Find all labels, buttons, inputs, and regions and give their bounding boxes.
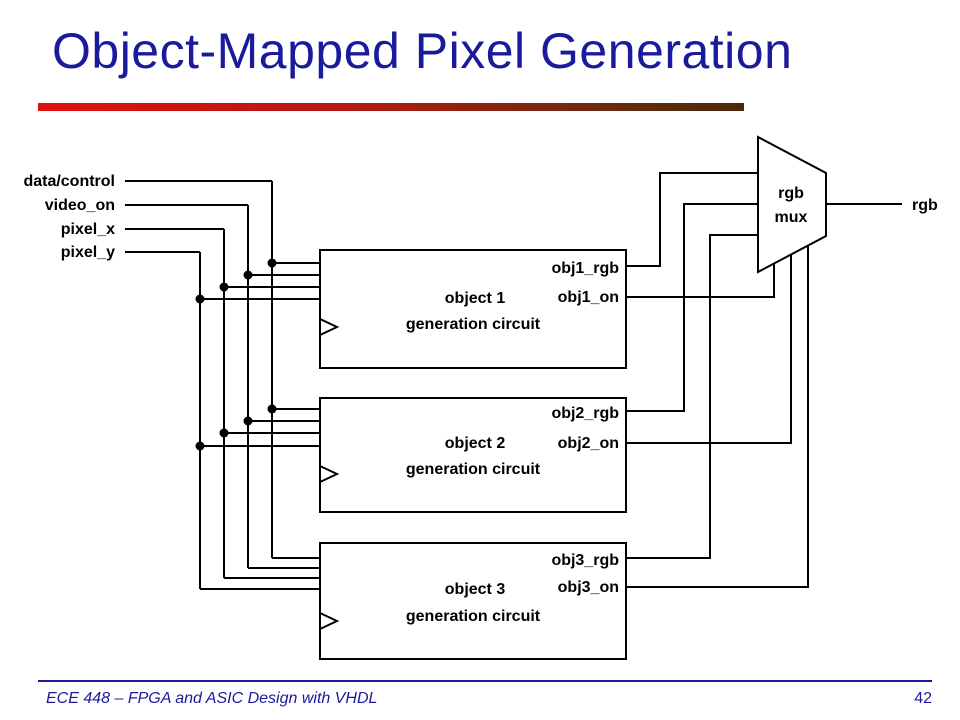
footer-course: ECE 448 – FPGA and ASIC Design with VHDL	[46, 690, 378, 707]
input-label-data-control: data/control	[23, 173, 115, 190]
footer-rule	[38, 680, 932, 682]
block2-on-port: obj2_on	[558, 435, 619, 452]
input-label-video-on: video_on	[45, 197, 115, 214]
title-underline	[38, 103, 744, 111]
block3-on-port: obj3_on	[558, 579, 619, 596]
output-label-rgb: rgb	[912, 197, 938, 214]
input-label-pixel-x: pixel_x	[61, 221, 115, 238]
block1-on-port: obj1_on	[558, 289, 619, 306]
wires	[125, 135, 902, 660]
block2-subtitle: generation circuit	[406, 461, 541, 478]
block2-name: object 2	[445, 435, 506, 452]
block3-subtitle: generation circuit	[406, 608, 541, 625]
block1-name: object 1	[445, 290, 506, 307]
block3-name: object 3	[445, 581, 506, 598]
mux-label-rgb: rgb	[778, 185, 804, 202]
block1-subtitle: generation circuit	[406, 316, 541, 333]
block1-rgb-port: obj1_rgb	[551, 260, 619, 277]
block2-rgb-port: obj2_rgb	[551, 405, 619, 422]
block3-rgb-port: obj3_rgb	[551, 552, 619, 569]
junction-dots	[195, 258, 277, 451]
page-number: 42	[914, 690, 932, 707]
mux-label-mux: mux	[775, 209, 808, 226]
input-label-pixel-y: pixel_y	[61, 244, 115, 261]
slide-title: Object-Mapped Pixel Generation	[52, 23, 793, 79]
